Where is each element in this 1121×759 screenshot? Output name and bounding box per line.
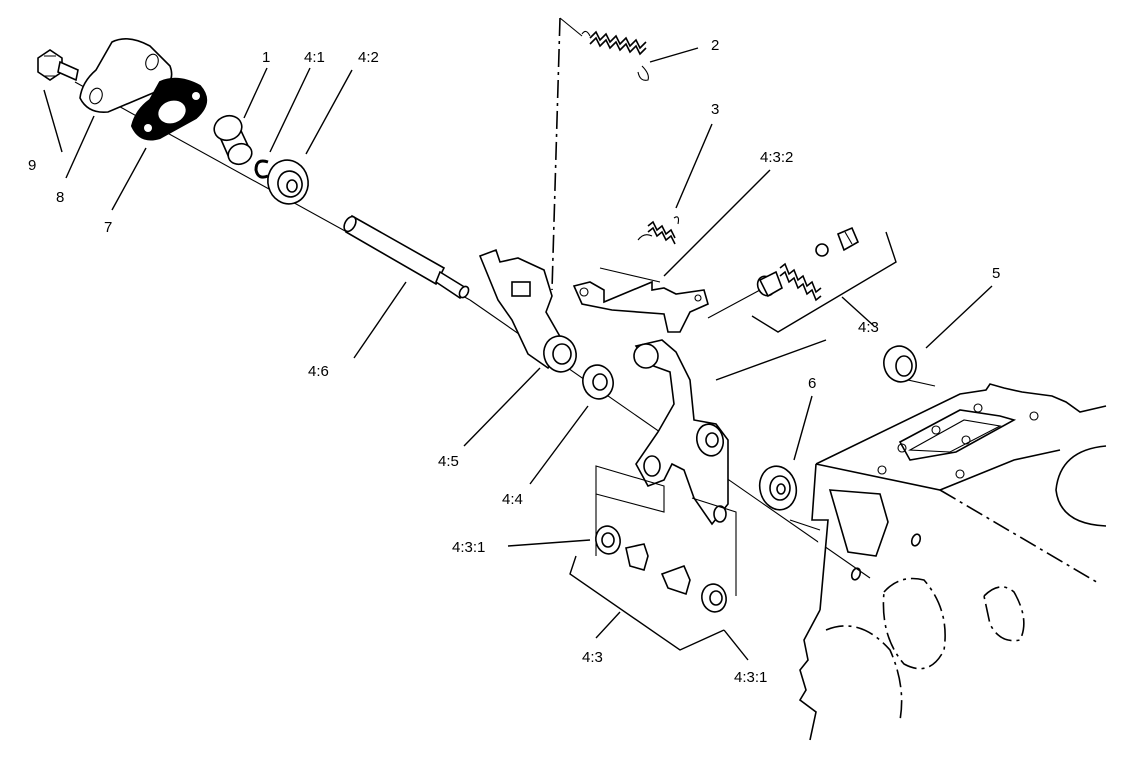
shaft-part [343, 214, 470, 300]
spring-3-part [637, 216, 680, 245]
callout-4-3-1-left: 4:3:1 [452, 539, 485, 556]
rocker-arm-part [633, 339, 729, 526]
bearing-6-part [758, 465, 798, 511]
callout-4-6: 4:6 [308, 363, 329, 380]
callout-4-2: 4:2 [358, 49, 379, 66]
group-brackets [569, 231, 897, 651]
bolt-part [37, 49, 79, 82]
retaining-ring-part [254, 159, 269, 179]
callout-4-5: 4:5 [438, 453, 459, 470]
callout-2: 2 [711, 37, 719, 54]
bracket-part [572, 280, 709, 333]
callout-8: 8 [56, 189, 64, 206]
callout-labels: 1 2 3 4:1 4:2 4:3:2 4:3 5 6 4:6 4:5 4:4 … [28, 37, 1000, 686]
seal-part [883, 345, 917, 383]
lever-part [478, 248, 577, 373]
bearing-part [267, 159, 309, 205]
section-panels [595, 465, 737, 596]
washer-part [582, 364, 614, 400]
callout-5: 5 [992, 265, 1000, 282]
reference-lines [551, 17, 821, 531]
callout-9: 9 [28, 157, 36, 174]
spring-2-part [581, 30, 649, 81]
callout-7: 7 [104, 219, 112, 236]
callout-4-3-top: 4:3 [858, 319, 879, 336]
callout-4-3-2: 4:3:2 [760, 149, 793, 166]
adjuster-screws-part [595, 525, 727, 613]
bushing-part [213, 114, 253, 166]
callout-1: 1 [262, 49, 270, 66]
engine-block-part [798, 383, 1107, 741]
callout-3: 3 [711, 101, 719, 118]
adjuster-assembly-part [756, 226, 860, 302]
callout-4-1: 4:1 [304, 49, 325, 66]
gasket-part [130, 77, 207, 141]
callout-4-3-bottom: 4:3 [582, 649, 603, 666]
leader-lines [43, 47, 993, 661]
callout-4-3-1-bottom: 4:3:1 [734, 669, 767, 686]
callout-4-4: 4:4 [502, 491, 523, 508]
cover-plate-part [79, 38, 173, 114]
callout-6: 6 [808, 375, 816, 392]
